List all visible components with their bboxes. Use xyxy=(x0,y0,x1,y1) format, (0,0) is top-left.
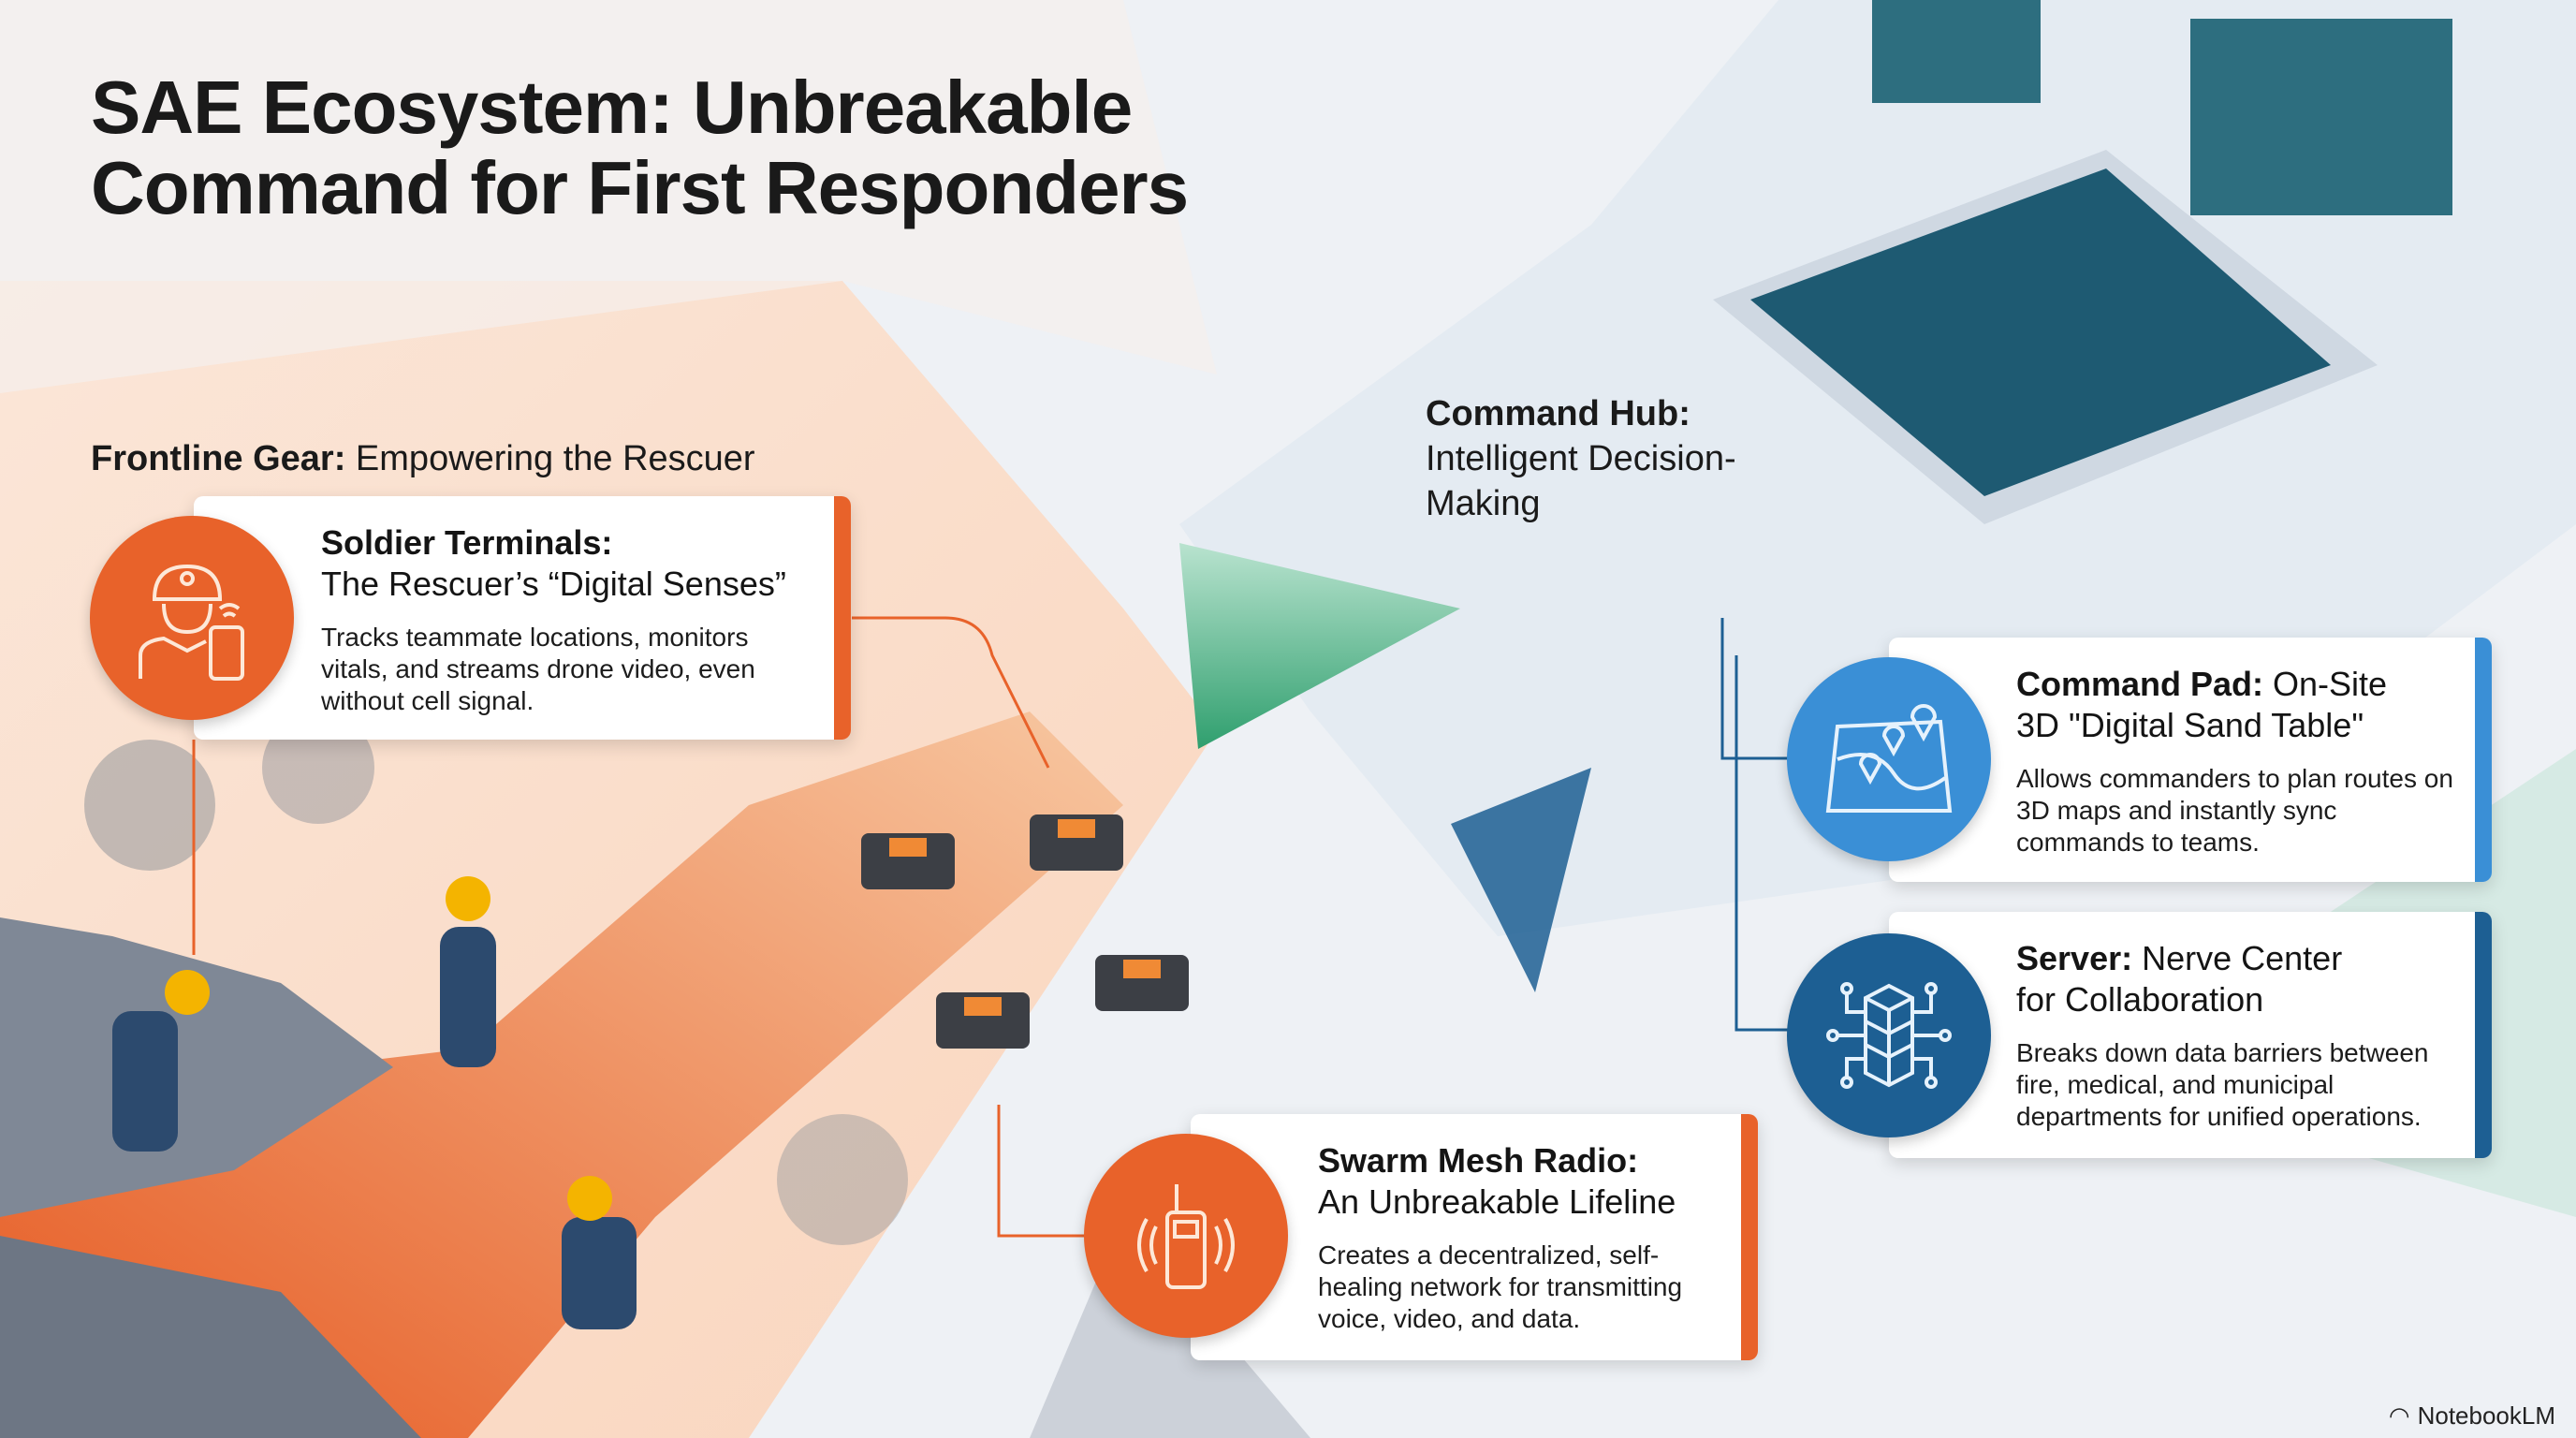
frontline-heading-rest: Empowering the Rescuer xyxy=(345,439,755,478)
walkie-talkie-icon xyxy=(1084,1134,1288,1338)
command-pad-card: Command Pad: On-Site 3D "Digital Sand Ta… xyxy=(1889,638,2492,882)
card-subtitle: 3D "Digital Sand Table" xyxy=(2016,706,2364,744)
card-accent-bar xyxy=(834,496,851,740)
card-title: Soldier Terminals: xyxy=(321,523,613,562)
title-line-2: Command for First Responders xyxy=(91,146,1189,229)
frontline-heading-bold: Frontline Gear: xyxy=(91,439,346,478)
card-subtitle: for Collaboration xyxy=(2016,980,2264,1019)
card-title: Swarm Mesh Radio: xyxy=(1318,1141,1639,1180)
card-title: Server: xyxy=(2016,939,2133,977)
card-subtitle: An Unbreakable Lifeline xyxy=(1318,1182,1676,1221)
server-network-icon xyxy=(1787,933,1991,1137)
map-pins-icon xyxy=(1787,657,1991,861)
notebooklm-brand: ◠ NotebookLM xyxy=(2389,1401,2555,1431)
notebooklm-logo-icon: ◠ xyxy=(2388,1401,2410,1430)
page-title: SAE Ecosystem: Unbreakable Command for F… xyxy=(91,66,1189,229)
card-body: Allows commanders to plan routes on 3D m… xyxy=(2016,764,2453,857)
title-line-1: SAE Ecosystem: Unbreakable xyxy=(91,66,1133,149)
card-subtitle: The Rescuer’s “Digital Senses” xyxy=(321,565,786,603)
card-accent-bar xyxy=(1741,1114,1758,1360)
card-body: Tracks teammate locations, monitors vita… xyxy=(321,623,755,715)
hub-line-2: Intelligent Decision- xyxy=(1426,439,1736,478)
frontline-heading: Frontline Gear: Empowering the Rescuer xyxy=(91,436,755,481)
hub-bold: Command Hub: xyxy=(1426,394,1690,433)
card-accent-bar xyxy=(2475,912,2492,1158)
soldier-terminals-card: Soldier Terminals: The Rescuer’s “Digita… xyxy=(194,496,851,740)
rescuer-with-phone-icon xyxy=(90,516,294,720)
command-hub-heading: Command Hub: Intelligent Decision- Makin… xyxy=(1426,391,1736,526)
swarm-mesh-radio-card: Swarm Mesh Radio: An Unbreakable Lifelin… xyxy=(1191,1114,1758,1360)
brand-label: NotebookLM xyxy=(2417,1401,2555,1430)
card-title-rest: On-Site xyxy=(2263,665,2388,703)
card-accent-bar xyxy=(2475,638,2492,882)
card-title-rest: Nerve Center xyxy=(2132,939,2343,977)
card-title: Command Pad: xyxy=(2016,665,2264,703)
card-body: Breaks down data barriers between fire, … xyxy=(2016,1038,2429,1131)
hub-line-3: Making xyxy=(1426,484,1541,523)
card-body: Creates a decentralized, self-healing ne… xyxy=(1318,1240,1683,1333)
